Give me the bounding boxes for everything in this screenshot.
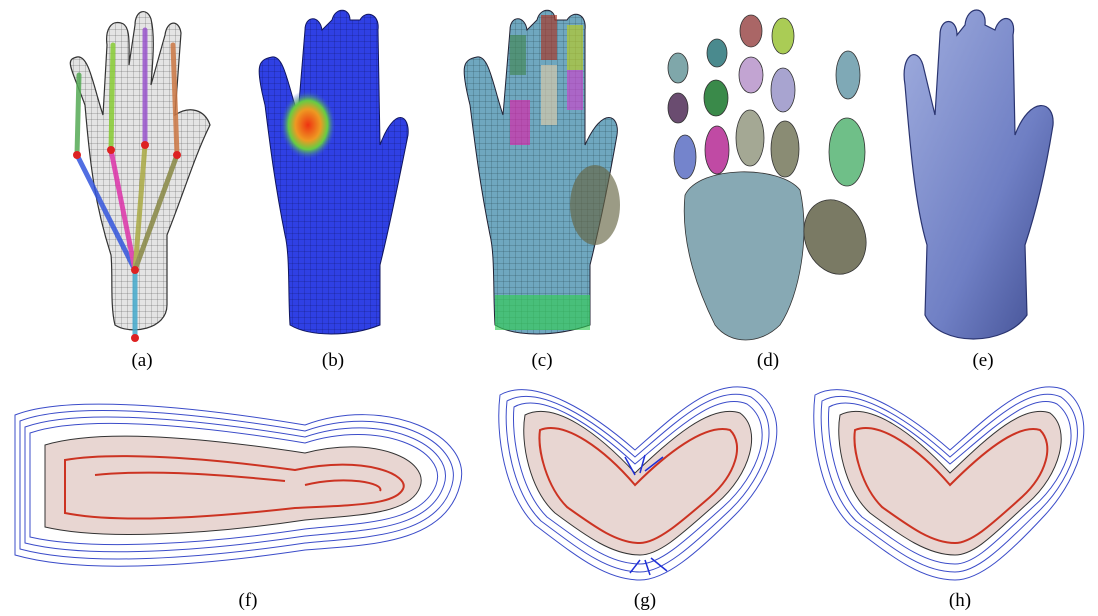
blob [674,135,696,179]
smooth-hand-figure [895,5,1075,345]
panel-b-heatmap-hand [250,5,425,345]
blob [771,121,799,177]
panel-a-skeleton-hand [55,5,230,345]
blob [668,53,688,83]
joint [131,266,139,274]
caption-b: (b) [303,350,363,372]
blob [740,15,762,47]
hand-mesh [259,10,408,334]
heat-spot [280,90,336,160]
panel-g-bent-finger-arrows [495,375,795,585]
panel-f-straight-finger [5,375,470,585]
segment-ring-tip [567,25,583,70]
arrow-icon [630,560,640,573]
caption-e: (e) [953,350,1013,372]
thumb-base-blob [794,191,875,283]
caption-c: (c) [512,350,572,372]
hand-mesh [70,12,210,330]
blob [772,18,794,54]
blob [736,110,764,166]
segment-ring-mid [567,70,583,110]
segment-middle-tip [541,15,557,60]
palm-blob [684,172,804,340]
hand-surface [904,10,1053,339]
blob [668,93,688,123]
bent-finger-figure [810,375,1095,585]
segment-wrist [495,295,590,330]
joint [141,141,149,149]
panel-c-segmented-hand [455,5,635,345]
panel-e-smooth-hand [895,5,1075,345]
bone-thumb-tip [77,75,79,155]
joint [107,146,115,154]
blob [836,51,860,99]
segment-index-tip [510,35,526,75]
skeleton-hand-figure [55,5,230,345]
caption-f: (f) [218,590,278,612]
segment-index-base [510,100,530,145]
blob [704,80,728,116]
joint [73,151,81,159]
joint [131,334,139,342]
caption-a: (a) [112,350,172,372]
straight-finger-figure [5,375,470,585]
blob [739,57,763,93]
joint [173,151,181,159]
blob [707,39,727,67]
part-blobs-figure [660,5,875,345]
segment-middle-mid [541,65,557,125]
blob [829,118,865,186]
bent-finger-arrows-figure [495,375,795,585]
blob [705,126,729,174]
caption-g: (g) [615,590,675,612]
segment-thumb-base [570,165,620,245]
blob [771,68,795,112]
panel-d-part-blobs [660,5,875,345]
panel-h-bent-finger [810,375,1095,585]
segmented-hand-figure [455,5,635,345]
caption-d: (d) [738,350,798,372]
finger-body [45,436,421,534]
bone-index-tip [111,45,113,150]
heatmap-hand-figure [250,5,425,345]
caption-h: (h) [930,590,990,612]
